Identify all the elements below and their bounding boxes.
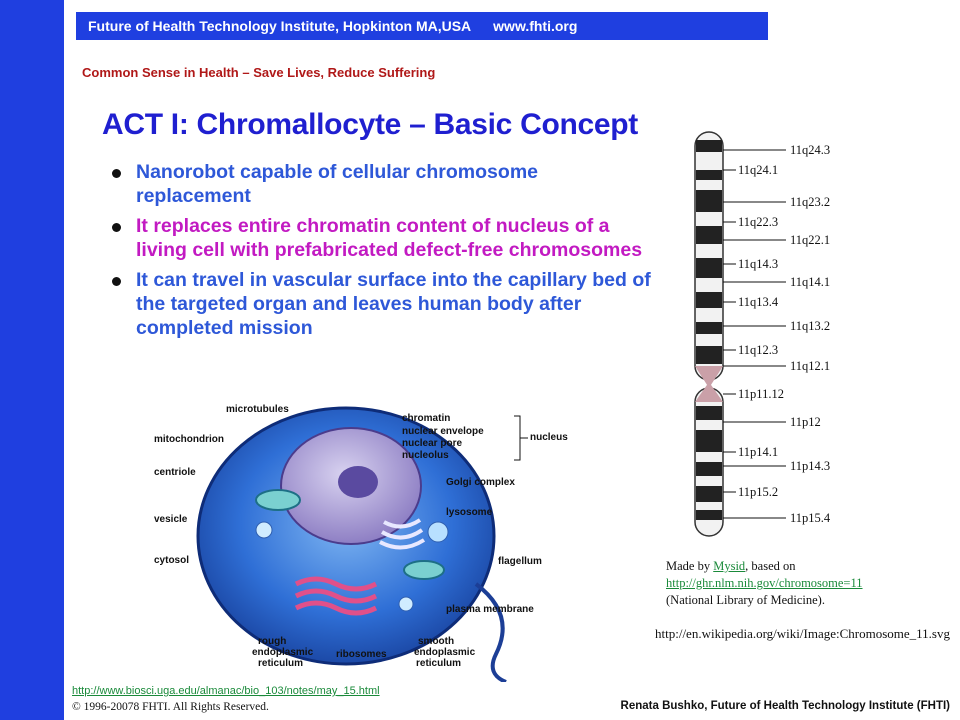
vesicle-shape (255, 521, 273, 539)
band-label: 11q12.1 (790, 359, 830, 373)
credit-prefix: Made by (666, 559, 714, 573)
centromere-shape (695, 382, 723, 402)
bullet-dot-icon (112, 277, 121, 286)
band-label: 11q22.1 (790, 233, 830, 247)
slide-title: ACT I: Chromallocyte – Basic Concept (102, 108, 638, 141)
bullet-text: It can travel in vascular surface into t… (136, 269, 651, 339)
band-label: 11q24.1 (738, 163, 778, 177)
wikipedia-url: http://en.wikipedia.org/wiki/Image:Chrom… (655, 626, 950, 641)
bullet-item: It replaces entire chromatin content of … (112, 214, 652, 262)
label-chromatin: chromatin (402, 413, 450, 424)
band-label: 11q23.2 (790, 195, 830, 209)
band-label: 11p15.2 (738, 485, 778, 499)
chromosome-ideogram: 11q24.3 11q23.2 11q22.1 11q14.1 11q13.2 … (670, 130, 890, 540)
band-label: 11q13.2 (790, 319, 830, 333)
label-centriole: centriole (154, 467, 196, 478)
band-label: 11p11.12 (738, 387, 784, 401)
label-vesicle: vesicle (154, 514, 188, 525)
label-cytosol: cytosol (154, 555, 189, 566)
band-label: 11q14.3 (738, 257, 778, 271)
tagline: Common Sense in Health – Save Lives, Red… (82, 65, 436, 80)
bullet-list: Nanorobot capable of cellular chromosome… (112, 160, 652, 346)
flagellum-shape (474, 582, 507, 684)
band-label: 11q14.1 (790, 275, 830, 289)
author-link[interactable]: Mysid (713, 559, 746, 573)
band-label: 11q22.3 (738, 215, 778, 229)
centromere-shape (695, 366, 723, 388)
bullet-text: Nanorobot capable of cellular chromosome… (136, 161, 538, 207)
bullet-item: Nanorobot capable of cellular chromosome… (112, 160, 652, 208)
org-url[interactable]: www.fhti.org (493, 18, 578, 34)
image-credit: Made by Mysid, based on http://ghr.nlm.n… (666, 558, 926, 609)
left-accent-bar (0, 0, 64, 720)
mitochondrion-shape (255, 489, 301, 511)
bullet-text: It replaces entire chromatin content of … (136, 215, 643, 261)
label-ribosomes: ribosomes (336, 649, 387, 660)
lysosome-shape (427, 521, 449, 543)
label-rough-er: endoplasmic (252, 647, 314, 658)
org-name: Future of Health Technology Institute, H… (88, 18, 472, 34)
label-rough-er: reticulum (258, 658, 303, 669)
footer-author: Renata Bushko, Future of Health Technolo… (620, 700, 950, 712)
label-nuclear-envelope: nuclear envelope (402, 426, 484, 437)
copyright: © 1996-20078 FHTI. All Rights Reserved. (72, 701, 269, 713)
nucleus-bracket (514, 415, 528, 461)
credit-source-name: (National Library of Medicine). (666, 593, 825, 607)
source-link[interactable]: http://ghr.nlm.nih.gov/chromosome=11 (666, 576, 863, 590)
band-label: 11p15.4 (790, 511, 831, 525)
cell-diagram: microtubules mitochondrion centriole ves… (146, 394, 578, 684)
vesicle-shape (398, 596, 414, 612)
band-label: 11p14.1 (738, 445, 778, 459)
band-label: 11q13.4 (738, 295, 779, 309)
label-nucleus: nucleus (530, 432, 568, 443)
label-golgi: Golgi complex (446, 477, 515, 488)
band-label-lines (723, 149, 786, 519)
label-nuclear-pore: nuclear pore (402, 438, 462, 449)
label-smooth-er: endoplasmic (414, 647, 476, 658)
nucleolus-shape (338, 466, 378, 498)
label-rough-er: rough (258, 636, 286, 647)
mitochondrion-shape (403, 560, 445, 580)
cell-labels: microtubules mitochondrion centriole ves… (154, 404, 568, 669)
rough-er-shape (294, 576, 378, 616)
label-nucleolus: nucleolus (402, 450, 449, 461)
band-label: 11q12.3 (738, 343, 778, 357)
bullet-dot-icon (112, 169, 121, 178)
label-plasma-membrane: plasma membrane (446, 604, 534, 615)
reference-link[interactable]: http://www.biosci.uga.edu/almanac/bio_10… (72, 685, 380, 697)
bullet-item: It can travel in vascular surface into t… (112, 268, 652, 340)
dark-bands (696, 140, 722, 520)
bullet-dot-icon (112, 223, 121, 232)
label-flagellum: flagellum (498, 556, 542, 567)
label-mitochondrion: mitochondrion (154, 434, 224, 445)
band-label: 11p12 (790, 415, 821, 429)
header-banner: Future of Health Technology Institute, H… (76, 12, 768, 40)
band-label: 11q24.3 (790, 143, 830, 157)
label-smooth-er: smooth (418, 636, 454, 647)
band-label: 11p14.3 (790, 459, 830, 473)
credit-suffix: , based on (745, 559, 796, 573)
label-smooth-er: reticulum (416, 658, 461, 669)
chromosome-q-arm (694, 131, 724, 381)
label-microtubules: microtubules (226, 404, 289, 415)
golgi-shape (379, 518, 426, 550)
label-lysosome: lysosome (446, 507, 493, 518)
